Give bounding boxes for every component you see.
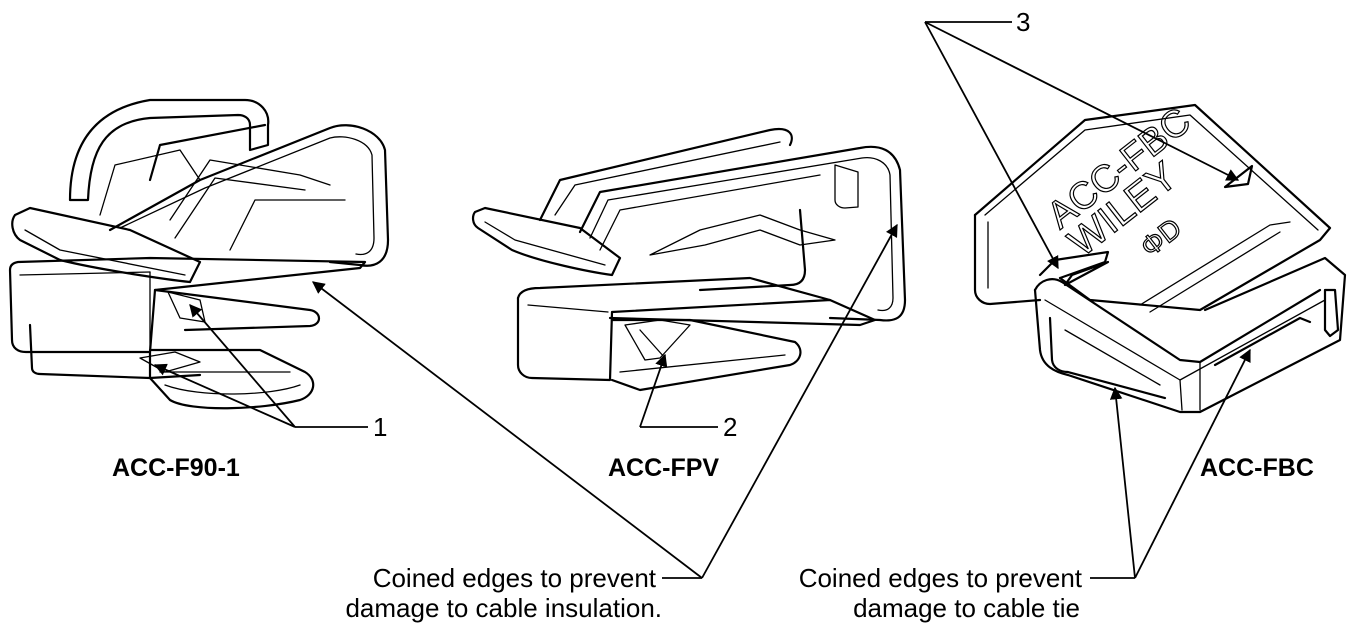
callout-2: 2 bbox=[723, 412, 737, 442]
part-label-right: ACC-FBC bbox=[1200, 454, 1314, 482]
clip-acc-fbc-drawing: ACC-FBC WILEY ΦD bbox=[973, 99, 1347, 414]
note-insulation-line2: damage to cable insulation. bbox=[345, 593, 662, 623]
note-insulation-line1: Coined edges to prevent bbox=[373, 563, 657, 593]
note-tie-line1: Coined edges to prevent bbox=[799, 563, 1083, 593]
callout-1: 1 bbox=[373, 412, 387, 442]
part-label-left: ACC-F90-1 bbox=[112, 454, 240, 482]
part-label-middle: ACC-FPV bbox=[608, 454, 719, 482]
clip-acc-fpv-drawing bbox=[471, 127, 907, 392]
note-tie-line2: damage to cable tie bbox=[853, 593, 1080, 623]
clip-acc-f90-1-drawing bbox=[8, 98, 390, 410]
callout-3: 3 bbox=[1016, 7, 1030, 37]
leader-lines bbox=[153, 21, 1251, 579]
